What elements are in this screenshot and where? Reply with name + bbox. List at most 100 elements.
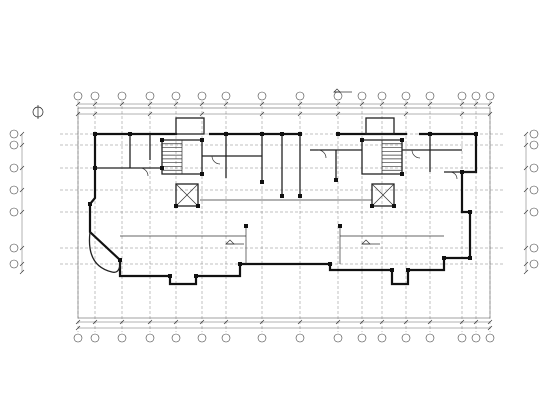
grid-bubble-bottom-9 [295,333,305,343]
dimension-chains [19,101,529,331]
dimension-chain-top-inner-tick-3 [147,111,153,117]
grid-bubble-left-5 [9,207,19,217]
stair-roof-right [365,117,395,135]
dimension-chain-bottom-inner-tick-12 [379,319,385,325]
dimension-chain-bottom-total-tick-1 [75,325,81,331]
grid-bubble-bottom-3 [117,333,127,343]
dimension-chain-right-tick-7 [523,261,529,267]
structural-column-26 [244,224,248,228]
dimension-chain-left-tick-7 [19,261,25,267]
grid-bubble-top-3 [117,91,127,101]
structural-column-10 [360,138,364,142]
dimension-chain-left-tick-2 [19,142,25,148]
grid-bubble-top-2 [90,91,100,101]
door-swing-1 [139,167,149,177]
grid-bubble-right-1 [529,129,539,139]
dimension-chain-top-outer-tick-8 [259,101,265,107]
structural-column-37 [406,268,410,272]
dimension-chain-top-outer-tick-7 [223,101,229,107]
structural-column-39 [468,256,472,260]
stair-core-left-treads [162,143,182,171]
grid-bubble-right-5 [529,207,539,217]
grid-bubble-top-5 [171,91,181,101]
stair-roof-left [175,117,205,135]
grid-bubble-bottom-13 [401,333,411,343]
structural-column-7 [280,132,284,136]
dimension-chain-left-tick-8 [19,269,25,275]
grid-bubble-bottom-15 [457,333,467,343]
dimension-chain-top-inner-tick-9 [459,111,465,117]
structural-column-14 [93,166,97,170]
dimension-chain-top-outer-tick-9 [297,101,303,107]
dimension-chain-bottom-inner-tick-2 [92,319,98,325]
structural-column-5 [224,132,228,136]
dimension-chain-top-inner-tick-10 [487,111,493,117]
door-swings [139,149,458,180]
curved-bay-window [88,231,121,273]
stair-core-left [161,117,205,207]
grid-bubble-left-3 [9,163,19,173]
grid-bubble-bottom-7 [221,333,231,343]
dimension-chain-bottom-inner-tick-3 [119,319,125,325]
dimension-chain-top-outer-tick-14 [427,101,433,107]
lift-shaft-left-cross-b [175,183,199,207]
grid-bubble-bottom-2 [90,333,100,343]
structural-column-20 [334,178,338,182]
dimension-chain-top-inner-tick-1 [75,111,81,117]
dimension-chain-bottom-inner-tick-16 [473,319,479,325]
grid-bubble-left-1 [9,129,19,139]
door-swing-2 [211,155,221,165]
extension-lines [77,107,491,319]
dimension-chain-top-outer-tick-13 [403,101,409,107]
grid-bubble-left-6 [9,243,19,253]
dimension-chain-top-inner-tick-2 [92,111,98,117]
interior-partitions [95,134,476,264]
dimension-chain-top-inner-tick-8 [403,111,409,117]
structural-column-8 [298,132,302,136]
structural-column-19 [298,194,302,198]
dimension-chain-top-outer-tick-6 [199,101,205,107]
dimension-chain-bottom-inner-tick-15 [459,319,465,325]
level-mark-left [225,239,235,245]
exterior-walls [88,132,478,286]
grid-bubble-bottom-16 [471,333,481,343]
lift-shaft-right [371,183,395,207]
dimension-chain-top-outer-tick-4 [147,101,153,107]
level-mark-right [361,239,371,245]
dimension-chain-top-outer-tick-16 [473,101,479,107]
grid-bubble-left-2 [9,140,19,150]
dimension-chain-right-tick-4 [523,187,529,193]
dimension-chain-right-tick-6 [523,245,529,251]
dimension-chain-top-inner-tick-7 [335,111,341,117]
grid-bubble-top-13 [401,91,411,101]
grid-bubble-bottom-4 [145,333,155,343]
grid-bubble-left-7 [9,259,19,269]
grid-bubble-right-7 [529,259,539,269]
dimension-chain-bottom-inner-tick-6 [199,319,205,325]
level-mark-top [333,88,341,93]
dimension-chain-left-tick-4 [19,187,25,193]
dimension-chain-top-outer-tick-5 [173,101,179,107]
structural-column-18 [280,194,284,198]
exterior-wall-outline [88,132,478,286]
dimension-chain-left-tick-6 [19,245,25,251]
grid-bubble-top-6 [197,91,207,101]
grid-bubble-top-9 [295,91,305,101]
dimension-chain-top-outer-tick-15 [459,101,465,107]
dimension-chain-top-outer-tick-10 [335,101,341,107]
structural-column-27 [338,224,342,228]
structural-column-2 [128,132,132,136]
dimension-chain-top-outer-tick-12 [379,101,385,107]
dimension-chain-top-outer-tick-17 [487,101,493,107]
structural-column-24 [174,204,178,208]
dimension-chain-left-tick-5 [19,209,25,215]
dimension-chain-right-tick-1 [523,131,529,137]
grid-bubble-top-11 [357,91,367,101]
grid-bubble-top-14 [425,91,435,101]
dimension-chain-bottom-total-tick-2 [487,325,493,331]
grid-bubble-bottom-17 [485,333,495,343]
grid-bubble-top-10 [333,91,343,101]
grid-bubble-bottom-8 [257,333,267,343]
grid-bubble-right-3 [529,163,539,173]
